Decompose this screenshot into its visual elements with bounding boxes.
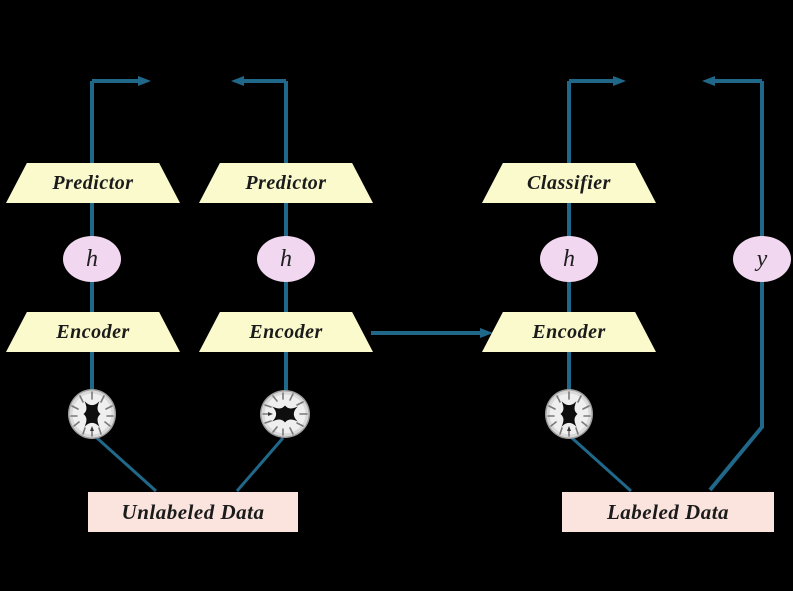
predictor-mid-block: Predictor <box>199 163 373 203</box>
representation-h-right: h <box>540 236 598 282</box>
label-y-node: y <box>733 236 791 282</box>
labeled-data-label: Labeled Data <box>606 499 730 524</box>
encoder-right-block: Encoder <box>482 312 656 352</box>
h-left-label: h <box>86 245 98 272</box>
brain-mri-icon-left <box>67 388 117 440</box>
arrowhead-right-in <box>702 76 715 86</box>
y-label: y <box>756 245 768 272</box>
arrowhead-encoder-transfer <box>480 328 493 338</box>
encoder-right-label: Encoder <box>532 320 606 343</box>
wire-unlabeled-brain-left <box>95 436 158 493</box>
h-mid-label: h <box>280 245 292 272</box>
arrowhead-left-in <box>231 76 244 86</box>
predictor-left-label: Predictor <box>52 171 134 194</box>
encoder-mid-label: Encoder <box>249 320 323 343</box>
encoder-left-block: Encoder <box>6 312 180 352</box>
encoder-mid-block: Encoder <box>199 312 373 352</box>
unlabeled-data-label: Unlabeled Data <box>121 499 265 524</box>
unlabeled-data-box: Unlabeled Data <box>88 492 298 532</box>
classifier-label: Classifier <box>527 171 611 194</box>
wire-y-column <box>708 81 764 492</box>
arrowhead-left-out <box>138 76 151 86</box>
representation-h-left: h <box>63 236 121 282</box>
predictor-left-block: Predictor <box>6 163 180 203</box>
classifier-block: Classifier <box>482 163 656 203</box>
brain-mri-icon-mid <box>259 389 311 439</box>
labeled-data-box: Labeled Data <box>562 492 774 532</box>
representation-h-mid: h <box>257 236 315 282</box>
arrowhead-right-out <box>613 76 626 86</box>
wire-unlabeled-brain-mid <box>235 437 285 492</box>
wire-labeled-brain <box>570 436 633 493</box>
brain-mri-icon-right <box>544 388 594 440</box>
h-right-label: h <box>563 245 575 272</box>
predictor-mid-label: Predictor <box>245 171 327 194</box>
encoder-left-label: Encoder <box>56 320 130 343</box>
